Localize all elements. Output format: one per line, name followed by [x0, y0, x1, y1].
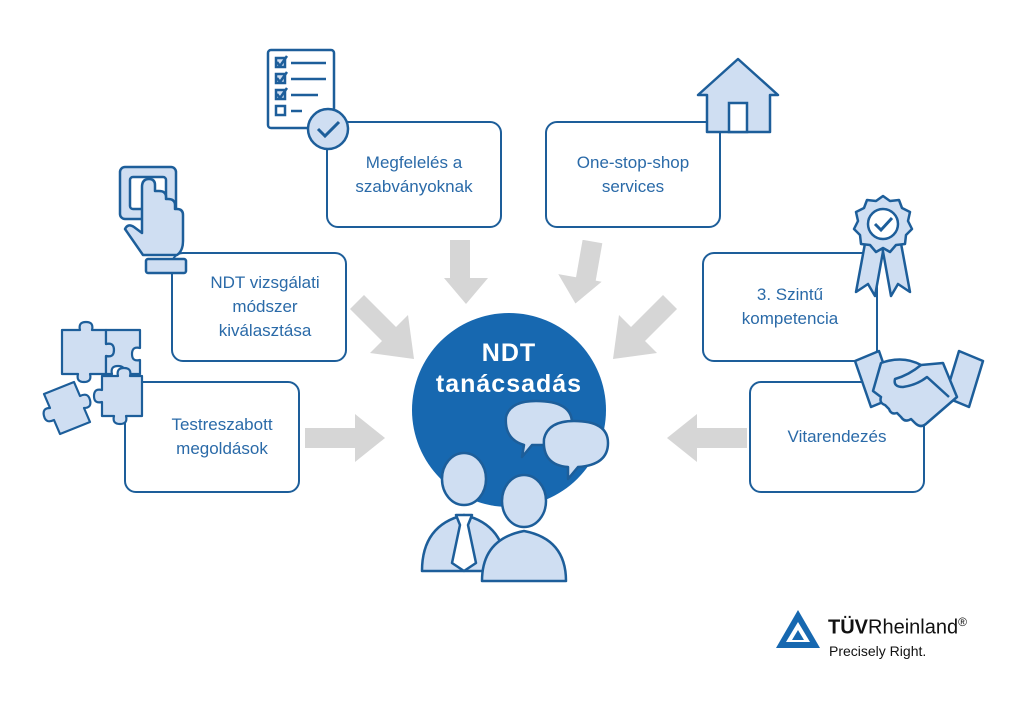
box-szint: 3. Szintű kompetencia: [702, 252, 878, 362]
checklist-icon: [266, 48, 350, 151]
arrow-top-left: [444, 240, 488, 304]
arrow-right: [667, 414, 747, 462]
box-onestop-label: One-stop-shop services: [576, 152, 690, 196]
brand-name-rest: Rheinland: [868, 616, 959, 639]
handshake-icon: [853, 349, 985, 428]
house-icon: [696, 57, 780, 134]
arrow-mid-left: [350, 295, 414, 359]
brand-registered-mark: ®: [958, 615, 967, 629]
box-vitarendezes-label: Vitarendezés: [787, 427, 887, 446]
box-onestop: One-stop-shop services: [545, 121, 721, 228]
puzzle-icon: [42, 320, 144, 436]
arrow-left: [305, 414, 385, 462]
consultation-people-icon: [420, 399, 610, 583]
box-megfeleles-label: Megfelelés a szabványoknak: [355, 152, 473, 196]
box-megfeleles: Megfelelés a szabványoknak: [326, 121, 502, 228]
box-testreszabott-label: Testreszabott megoldások: [171, 415, 273, 458]
touch-hand-icon: [118, 165, 188, 275]
award-badge-icon: [852, 194, 914, 298]
box-szint-label: 3. Szintű kompetencia: [741, 285, 839, 328]
arrow-top-right: [558, 240, 603, 304]
box-testreszabott: Testreszabott megoldások: [124, 381, 300, 493]
brand-name-bold: TÜV: [828, 616, 868, 639]
brand-tagline: Precisely Right.: [829, 643, 927, 659]
box-ndt-modszer-label: NDT vizsgálati módszer kiválasztása: [210, 273, 320, 340]
box-ndt-modszer: NDT vizsgálati módszer kiválasztása: [171, 252, 347, 362]
brand-name: TÜVRheinland®: [828, 615, 967, 640]
arrow-mid-right: [613, 295, 677, 359]
center-title: NDT tanácsadás: [435, 339, 583, 398]
tuv-logo-icon: [776, 610, 820, 648]
